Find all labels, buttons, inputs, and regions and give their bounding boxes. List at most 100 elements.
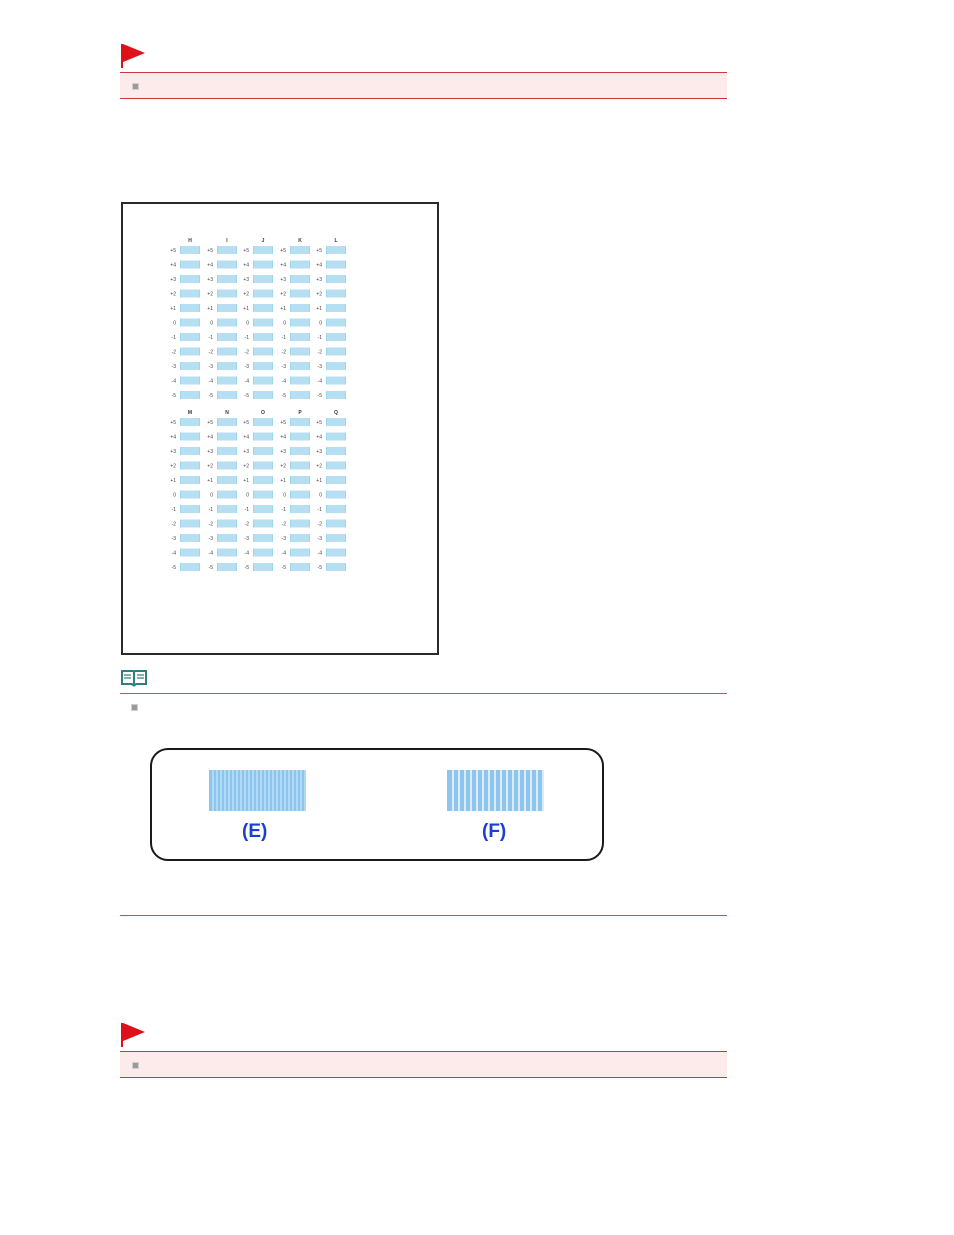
block2-pattern-patch (290, 548, 310, 557)
block1-pattern-patch (180, 318, 200, 327)
block1-row-label: -1 (172, 335, 177, 341)
block2-pattern-patch (180, 447, 200, 455)
block1-row-label: +1 (243, 306, 249, 312)
block2-row-label: -5 (245, 565, 250, 571)
block1-pattern-patch (180, 275, 200, 283)
important-flag-icon (121, 1023, 145, 1047)
block1-pattern-patch (253, 318, 273, 327)
block1-col-label: J (262, 238, 265, 244)
important-box-top (120, 72, 727, 99)
block2-pattern-patch (290, 447, 310, 455)
block2-pattern-patch (253, 447, 273, 455)
block1-pattern-patch (180, 362, 200, 370)
block1-pattern-patch (217, 275, 237, 283)
block2-pattern-patch (290, 418, 310, 426)
block2-pattern-patch (217, 505, 237, 513)
block1-row-label: +5 (207, 248, 213, 254)
block1-row-label: -4 (245, 379, 250, 385)
block1-pattern-patch (217, 304, 237, 312)
sample-e-label: (E) (242, 821, 268, 842)
block1-row-label: 0 (319, 321, 322, 327)
block1-row-label: 0 (173, 321, 176, 327)
block2-pattern-patch (180, 505, 200, 513)
block1-row-label: 0 (283, 321, 286, 327)
block2-pattern-patch (180, 490, 200, 499)
block2-row-label: -4 (172, 551, 177, 557)
block1-pattern-patch (326, 333, 346, 341)
block1-row-label: -4 (209, 379, 214, 385)
block1-row-label: -4 (318, 379, 323, 385)
block2-pattern-patch (217, 432, 237, 441)
block1-row-label: +5 (280, 248, 286, 254)
block1-col-label: K (298, 238, 302, 244)
block2-row-label: -1 (172, 507, 177, 513)
block1-row-label: -5 (245, 393, 250, 399)
block1-pattern-patch (217, 246, 237, 254)
block1-pattern-patch (253, 304, 273, 312)
block2-row-label: -3 (172, 536, 177, 542)
block1-pattern-patch (290, 333, 310, 341)
block1-pattern-patch (326, 376, 346, 385)
block2-row-label: +1 (280, 478, 286, 484)
block2-pattern-patch (217, 548, 237, 557)
block1-pattern-patch (290, 304, 310, 312)
block1-row-label: 0 (246, 321, 249, 327)
block1-row-label: +2 (316, 292, 322, 298)
block2-pattern-patch (180, 476, 200, 484)
block2-row-label: -3 (245, 536, 250, 542)
block2-pattern-patch (253, 548, 273, 557)
block2-pattern-patch (217, 418, 237, 426)
block1-row-label: -5 (282, 393, 287, 399)
sample-f-label: (F) (482, 821, 507, 842)
block2-pattern-patch (326, 418, 346, 426)
block2-row-label: -1 (209, 507, 214, 513)
block2-pattern-patch (326, 563, 346, 571)
block2-pattern-patch (253, 519, 273, 528)
block2-row-label: -4 (209, 551, 214, 557)
block2-row-label: +1 (316, 478, 322, 484)
block1-pattern-patch (253, 260, 273, 269)
note-book-icon (121, 670, 147, 687)
block1-col-label: H (188, 238, 192, 244)
block1-pattern-patch (326, 260, 346, 269)
block1-pattern-patch (217, 260, 237, 269)
note-bullet-icon (131, 704, 138, 711)
block2-pattern-patch (180, 418, 200, 426)
block2-row-label: +1 (243, 478, 249, 484)
block1-row-label: -1 (318, 335, 323, 341)
block1-row-label: -5 (318, 393, 323, 399)
block1-pattern-patch (180, 347, 200, 356)
block2-pattern-patch (253, 490, 273, 499)
block2-pattern-patch (180, 519, 200, 528)
block2-row-label: 0 (173, 493, 176, 499)
block1-row-label: +2 (170, 292, 176, 298)
block2-row-label: +3 (243, 449, 249, 455)
block2-pattern-patch (253, 534, 273, 542)
block1-row-label: -5 (209, 393, 214, 399)
bullet-icon (132, 1062, 139, 1069)
block1-pattern-patch (253, 391, 273, 399)
block2-row-label: -4 (318, 551, 323, 557)
block1-row-label: +3 (316, 277, 322, 283)
block1-pattern-patch (326, 347, 346, 356)
block2-pattern-patch (290, 534, 310, 542)
block1-pattern-patch (217, 318, 237, 327)
block2-row-label: +2 (243, 464, 249, 470)
block1-row-label: -1 (209, 335, 214, 341)
block2-pattern-patch (217, 563, 237, 571)
block1-pattern-patch (326, 362, 346, 370)
block1-row-label: -3 (245, 364, 250, 370)
block1-pattern-patch (180, 333, 200, 341)
block1-row-label: -2 (245, 350, 250, 356)
block1-row-label: -3 (282, 364, 287, 370)
block2-row-label: +4 (316, 435, 322, 441)
block1-row-label: +3 (207, 277, 213, 283)
block1-pattern-patch (290, 246, 310, 254)
block1-pattern-patch (217, 347, 237, 356)
block2-pattern-patch (217, 476, 237, 484)
block2-row-label: +3 (316, 449, 322, 455)
block2-row-label: +2 (207, 464, 213, 470)
block1-row-label: +4 (207, 263, 213, 269)
block1-pattern-patch (290, 376, 310, 385)
